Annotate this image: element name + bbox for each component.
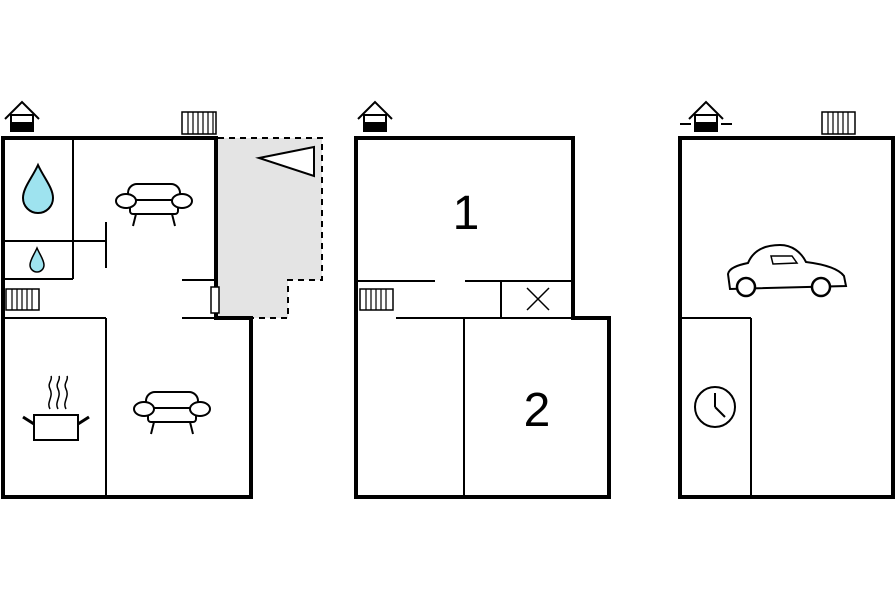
house-entrance-icon [357, 100, 393, 132]
sofa-icon [133, 391, 211, 435]
triangle-marker-icon [255, 145, 315, 178]
house-entrance-icon [4, 100, 40, 132]
cooking-pot-icon [22, 375, 90, 441]
terrace-outline [218, 137, 323, 319]
radiator-icon [181, 111, 217, 135]
outer-wall [354, 136, 611, 499]
ground-floor-plan [1, 100, 323, 499]
outer-wall [1, 136, 253, 499]
interior-walls [3, 138, 216, 497]
room-label-1: 1 [453, 187, 480, 240]
terrace-area [218, 138, 322, 318]
clock-icon [694, 386, 736, 428]
house-entrance-icon [680, 100, 732, 132]
cross-mark-icon [526, 287, 550, 311]
sofa-icon [115, 183, 193, 227]
first-floor-plan: 1 2 [354, 100, 611, 499]
interior-walls [680, 317, 752, 497]
door-marker [210, 286, 220, 314]
water-drop-icon [21, 162, 55, 214]
garage-plan [678, 100, 895, 499]
interior-walls [356, 280, 573, 497]
outer-wall [678, 136, 895, 499]
radiator-icon [359, 288, 394, 311]
radiator-icon [821, 111, 856, 135]
car-icon [726, 243, 848, 298]
radiator-icon [5, 288, 40, 311]
water-drop-icon [29, 246, 45, 273]
room-label-2: 2 [524, 384, 551, 437]
